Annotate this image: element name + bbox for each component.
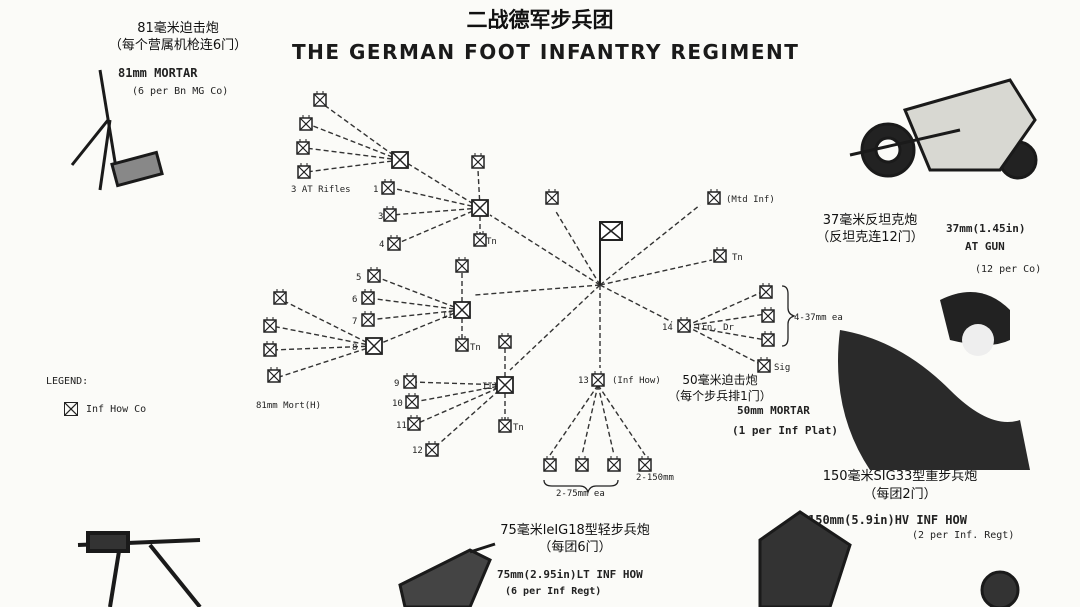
unit-symbols bbox=[263, 90, 775, 472]
trn-dr-label: Trn, Dr bbox=[696, 323, 735, 333]
mtd-inf-label: (Mtd Inf) bbox=[726, 195, 775, 205]
at-bracket bbox=[781, 285, 797, 347]
sig33-illustration bbox=[758, 510, 1020, 607]
battalion-ii-label: II bbox=[442, 311, 453, 321]
sig33-title-en: 150mm(5.9in)HV INF HOW bbox=[808, 513, 967, 527]
page-title-chinese: 二战德军步兵团 bbox=[466, 8, 614, 32]
atgun-title-zh: 37毫米反坦克炮 bbox=[822, 213, 918, 228]
atgun-caption-zh: 37毫米反坦克炮 （反坦克连12门） bbox=[800, 212, 940, 246]
company-7-label: 7 bbox=[352, 317, 357, 327]
mortar50-note-en: (1 per Inf Plat) bbox=[732, 424, 838, 437]
mortar81-title-zh: 81毫米迫击炮 bbox=[137, 21, 219, 36]
trn-label-1: Tn bbox=[486, 237, 497, 247]
sig33-note-zh: （每团2门） bbox=[863, 487, 937, 502]
battalion-iii-label: III bbox=[482, 382, 498, 392]
company-10-label: 10 bbox=[392, 399, 403, 409]
inf-how-label: (Inf How) bbox=[612, 376, 661, 386]
trn-label-4: Tn bbox=[732, 253, 743, 263]
mortar81-title-en: 81mm MORTAR bbox=[118, 66, 198, 80]
company-11-label: 11 bbox=[396, 421, 407, 431]
leig18-illustration bbox=[398, 542, 496, 607]
sig33-title-zh: 150毫米SIG33型重步兵炮 bbox=[822, 469, 978, 484]
mortar50-soldier-illustration bbox=[838, 292, 1030, 470]
page-title-english: THE GERMAN FOOT INFANTRY REGIMENT bbox=[292, 40, 800, 64]
company-1-label: 1 bbox=[373, 185, 378, 195]
leig18-note-zh: （每团6门） bbox=[538, 540, 612, 555]
mortar81-illustration bbox=[70, 69, 164, 191]
company-3-label: 3 bbox=[378, 212, 383, 222]
sig33-note-en: (2 per Inf. Regt) bbox=[912, 530, 1015, 541]
leig18-title-zh: 75毫米leIG18型轻步兵炮 bbox=[500, 523, 650, 538]
atgun-note-zh: （反坦克连12门） bbox=[816, 230, 924, 245]
mortar50-title-en: 50mm MORTAR bbox=[737, 404, 810, 417]
guns75-label: 2-75mm ea bbox=[556, 489, 605, 499]
company-4-label: 4 bbox=[379, 240, 384, 250]
company-14-label: 14 bbox=[662, 323, 673, 333]
trn-label-2: Tn bbox=[470, 343, 481, 353]
legend-title: LEGEND: bbox=[46, 376, 89, 387]
mortar50-title-zh: 50毫米迫击炮 bbox=[682, 373, 758, 387]
company-13-label: 13 bbox=[578, 376, 589, 386]
at37-count-label: 4-37mm ea bbox=[794, 313, 843, 323]
mortar81-note-zh: （每个营属机枪连6门） bbox=[108, 38, 248, 53]
company-5-label: 5 bbox=[356, 273, 361, 283]
company-12-label: 12 bbox=[412, 446, 423, 456]
leig18-title-en: 75mm(2.95in)LT INF HOW bbox=[497, 568, 643, 581]
guns-bracket bbox=[543, 479, 619, 495]
sig33-caption-zh: 150毫米SIG33型重步兵炮 （每团2门） bbox=[790, 468, 1010, 504]
mort81-label: 81mm Mort(H) bbox=[256, 401, 321, 411]
atgun-note-en: (12 per Co) bbox=[975, 264, 1042, 275]
machine-gun-illustration bbox=[77, 531, 202, 607]
leig18-note-en: (6 per Inf Regt) bbox=[505, 586, 602, 597]
sig-label: Sig bbox=[774, 363, 790, 373]
mortar81-caption-zh: 81毫米迫击炮 （每个营属机枪连6门） bbox=[98, 20, 258, 54]
legend-item-label: Inf How Co bbox=[86, 404, 147, 415]
legend-symbol-icon bbox=[64, 402, 78, 416]
mortar81-note-en: (6 per Bn MG Co) bbox=[132, 86, 229, 97]
trn-label-3: Tn bbox=[513, 423, 524, 433]
company-8-label: 8 bbox=[352, 343, 357, 353]
mortar50-note-zh: （每个步兵排1门） bbox=[668, 389, 772, 403]
connector-lines bbox=[271, 101, 767, 456]
company-6-label: 6 bbox=[352, 295, 357, 305]
atgun-type-en: AT GUN bbox=[965, 240, 1005, 253]
company-9-label: 9 bbox=[394, 379, 399, 389]
atgun37-illustration bbox=[849, 78, 1038, 180]
at-rifles-label: 3 AT Rifles bbox=[291, 185, 351, 195]
atgun-title-en: 37mm(1.45in) bbox=[946, 222, 1026, 235]
guns150-label: 2-150mm bbox=[636, 473, 674, 483]
leig18-caption-zh: 75毫米leIG18型轻步兵炮 （每团6门） bbox=[475, 522, 675, 556]
regiment-hq-flag-icon bbox=[599, 221, 623, 285]
mortar50-caption-zh: 50毫米迫击炮 （每个步兵排1门） bbox=[650, 372, 790, 404]
